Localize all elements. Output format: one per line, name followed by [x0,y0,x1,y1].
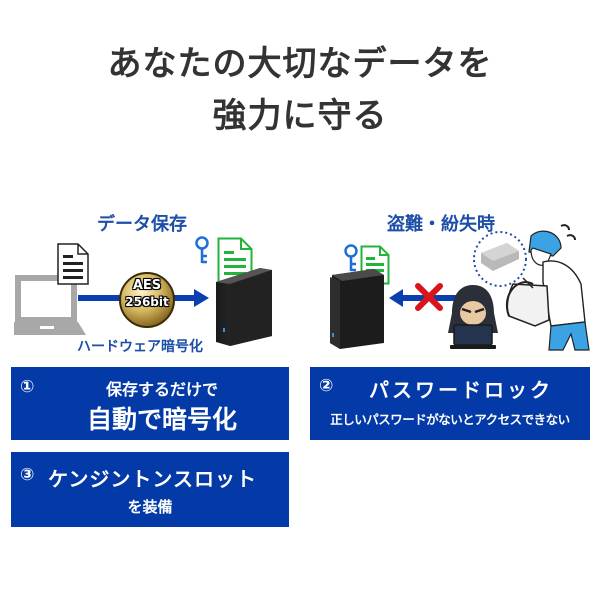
feature-number: ① [20,377,35,397]
hacker-icon [448,285,498,349]
hard-drive-icon [216,268,272,346]
lost-drive-bubble [473,231,527,287]
feature-line-1: 保存するだけで [105,380,218,399]
feature-line-1: ケンジントンスロット [48,467,257,491]
aes-badge [119,272,175,328]
feature-number: ③ [20,465,35,485]
feature-box-kensington-slot: ③ ケンジントンスロット を装備 [11,452,289,527]
feature-number: ② [319,376,334,396]
person-searching-bag-icon [505,224,590,351]
feature-line-2: 自動で暗号化 [86,405,237,434]
cross-icon [415,283,443,311]
feature-box-password-lock: ② パスワードロック 正しいパスワードがないとアクセスできない [310,367,590,440]
laptop-icon [14,275,86,335]
feature-line-2: を装備 [127,498,173,516]
encrypted-document-icon [217,237,253,285]
hard-drive-icon [330,269,384,349]
hardware-encryption-caption: ハードウェア暗号化 [77,339,203,355]
feature-line-2: 正しいパスワードがないとアクセスできない [330,412,570,427]
key-icon [195,236,209,264]
headline-line-2: 強力に守る [212,96,388,136]
headline-line-1: あなたの大切なデータを [107,44,493,84]
key-icon [344,244,358,272]
aes-badge-line-1: AES [132,278,162,293]
feature-line-1: パスワードロック [369,378,553,402]
theft-loss-title: 盗難・紛失時 [387,214,495,235]
aes-badge-line-2: 256bit [125,295,169,309]
feature-box-auto-encryption: ① 保存するだけで 自動で暗号化 [11,367,289,440]
data-storage-title: データ保存 [97,214,187,235]
document-icon [57,243,89,285]
